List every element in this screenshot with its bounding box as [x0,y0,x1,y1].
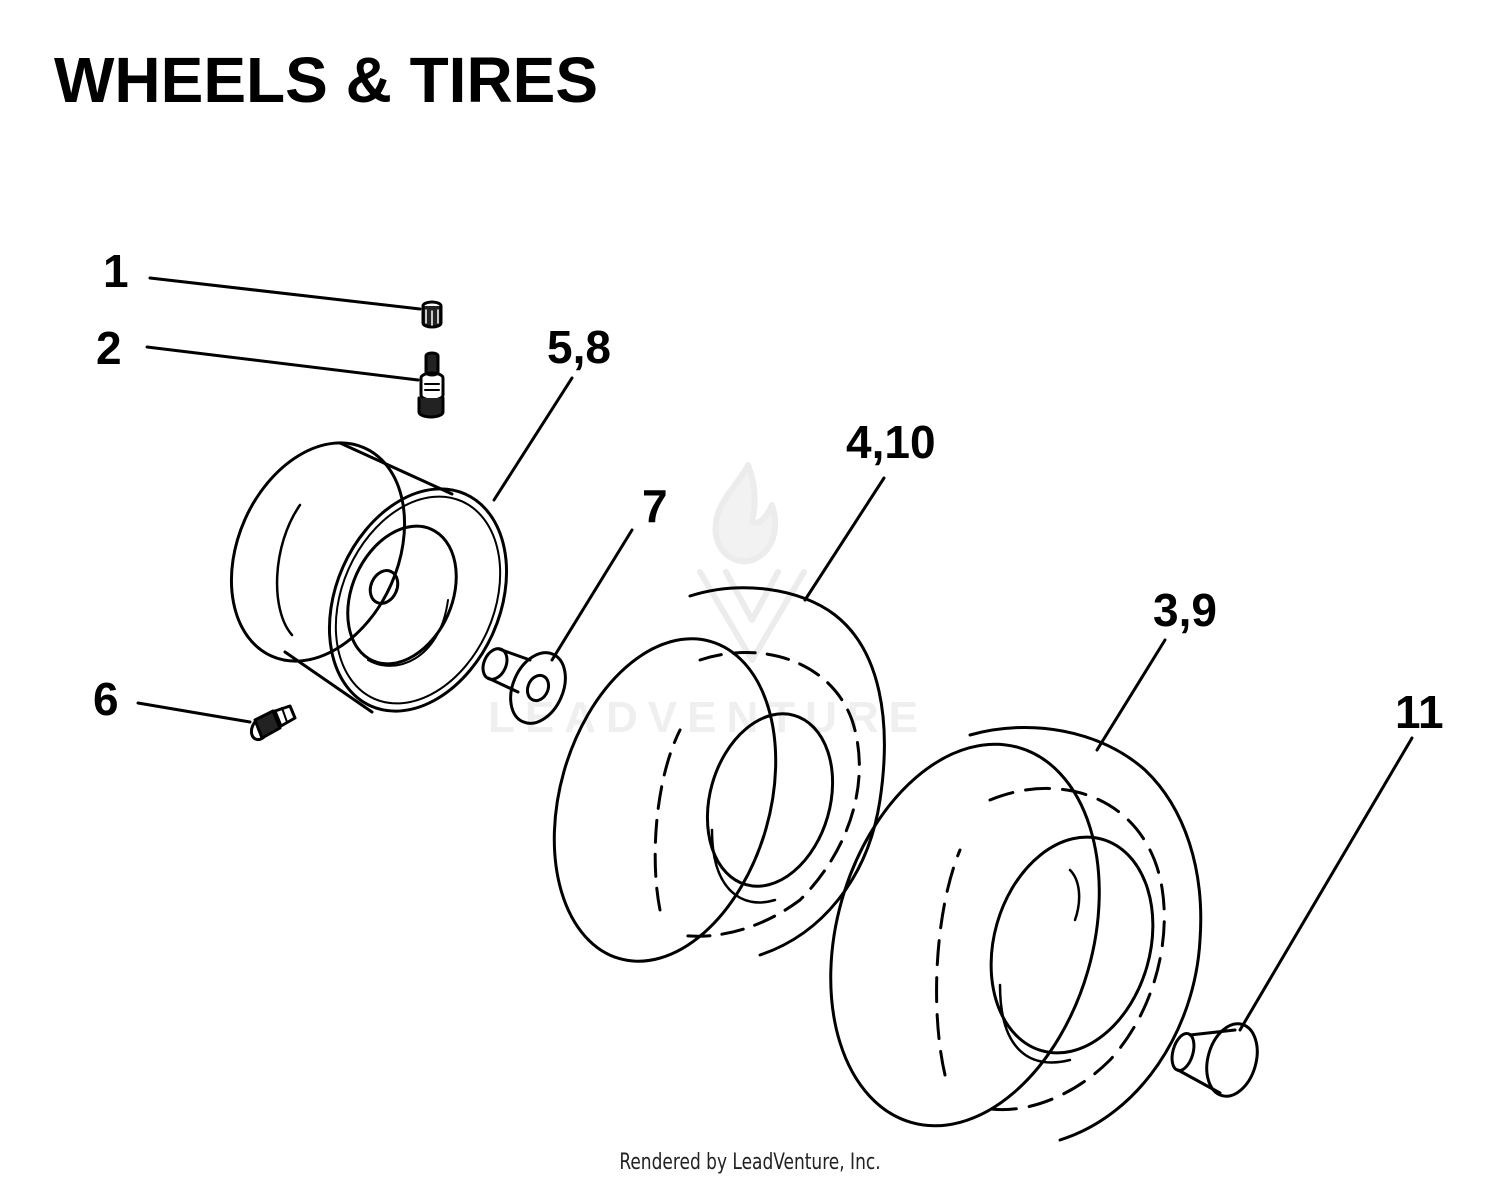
bushing-part [481,528,634,725]
valve-stem-part [145,345,445,419]
footer-credit: Rendered by LeadVenture, Inc. [619,1150,881,1175]
leader-line-7 [550,528,634,662]
callout-label-11: 11 [1395,686,1444,738]
callout-label-5-8: 5,8 [547,321,611,373]
callout-label-7: 7 [642,480,668,532]
leader-line-3-9 [1095,638,1167,752]
leader-line-6 [136,701,252,724]
leader-line-2 [145,345,420,382]
hub-cap-part [1170,736,1414,1098]
callout-label-2: 2 [96,322,122,374]
callout-label-1: 1 [103,245,129,297]
callout-label-3-9: 3,9 [1153,584,1217,636]
leader-line-5-8 [492,376,574,502]
grease-fitting-part [136,701,297,742]
callout-label-6: 6 [93,673,119,725]
front-tire-part [552,476,886,963]
leader-line-11 [1238,736,1414,1032]
valve-cap-part [148,276,443,329]
callout-label-4-10: 4,10 [846,416,936,468]
rear-tire-part [829,638,1203,1142]
leader-line-4-10 [803,476,886,602]
wheel-rim-part [229,376,574,714]
leader-line-1 [148,276,422,311]
watermark-text: LEADVENTURE [488,693,928,742]
page-title: WHEELS & TIRES [54,44,599,116]
watermark-logo [697,462,807,663]
